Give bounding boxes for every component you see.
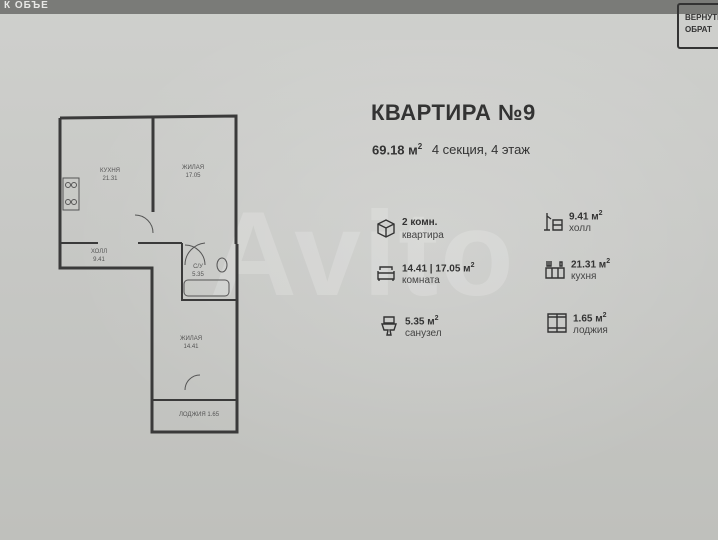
feature-hall-value: 9.41 м2 (569, 210, 603, 222)
room-hall: ХОЛЛ 9.41 (84, 248, 114, 264)
room-hall-area: 9.41 (93, 257, 105, 263)
sofa-icon (377, 266, 395, 281)
apartment-area: 69.18 м (372, 142, 418, 158)
back-button[interactable]: ВЕРНУТЬ ОБРАТ (677, 3, 718, 49)
feature-room-value-unit: 2 (470, 262, 475, 269)
apartment-summary: 69.18 м2 4 секция, 4 этаж (372, 142, 530, 157)
feature-bathroom-caption: санузел (405, 328, 442, 339)
feature-hall-value-unit: 2 (598, 210, 603, 217)
feature-loggia-caption: лоджия (573, 325, 608, 336)
room-bathroom: С/У 5.35 (186, 263, 210, 279)
back-button-label-1: ВЕРНУТЬ (685, 13, 718, 22)
feature-kitchen-value: 21.31 м2 (571, 258, 610, 270)
feature-hall-caption: холл (569, 223, 591, 234)
top-banner: К ОБЪЕ (0, 0, 718, 14)
feature-kitchen-value-text: 21.31 м (571, 259, 607, 271)
room-bedroom-2: ЖИЛАЯ 14.41 (176, 335, 206, 351)
room-bedroom-1-area: 17.05 (185, 173, 201, 179)
room-kitchen-name: КУХНЯ (99, 168, 121, 174)
apartment-area-unit: 2 (417, 142, 423, 151)
room-kitchen: КУХНЯ 21.31 (95, 167, 125, 183)
feature-rooms-value: 2 комн. (402, 217, 438, 228)
apartment-location: 4 секция, 4 этаж (431, 142, 530, 158)
room-kitchen-area: 21.31 (102, 176, 118, 182)
room-loggia-area: 1.65 (207, 412, 220, 418)
banner-text: К ОБЪЕ (4, 0, 49, 11)
feature-rooms-caption: квартира (402, 230, 444, 241)
feature-hall-value-text: 9.41 м (569, 211, 599, 223)
room-bathroom-name: С/У (193, 264, 203, 270)
kitchen-icon (545, 261, 565, 279)
feature-loggia-value-unit: 2 (602, 312, 607, 319)
feature-kitchen-value-unit: 2 (606, 258, 611, 265)
feature-loggia-value: 1.65 м2 (573, 312, 607, 324)
apartment-title: КВАРТИРА №9 (371, 100, 536, 125)
feature-room-value: 14.41 | 17.05 м2 (402, 262, 475, 274)
room-bedroom-2-name: ЖИЛАЯ (179, 336, 203, 342)
page-background (0, 40, 718, 540)
room-cube-icon (377, 219, 395, 238)
room-hall-name: ХОЛЛ (90, 249, 108, 255)
feature-bathroom-value-text: 5.35 м (405, 316, 435, 328)
feature-room-value-text: 14.41 | 17.05 м (402, 263, 471, 275)
room-bedroom-1-name: ЖИЛАЯ (181, 165, 205, 171)
room-bedroom-2-area: 14.41 (183, 344, 199, 350)
hall-hanger-icon (544, 213, 563, 231)
feature-kitchen-caption: кухня (571, 271, 597, 282)
room-bathroom-area: 5.35 (192, 272, 204, 278)
feature-bathroom-value-unit: 2 (434, 315, 439, 322)
back-button-label-2: ОБРАТ (685, 25, 712, 34)
feature-loggia-value-text: 1.65 м (573, 313, 603, 325)
loggia-window-icon (547, 313, 567, 333)
toilet-icon (381, 316, 397, 336)
room-bedroom-1: ЖИЛАЯ 17.05 (178, 164, 208, 180)
feature-room-caption: комната (402, 275, 440, 286)
feature-bathroom-value: 5.35 м2 (405, 315, 439, 327)
room-loggia: ЛОДЖИЯ 1.65 (164, 411, 234, 419)
room-loggia-name: ЛОДЖИЯ (178, 412, 206, 418)
watermark: Avito (210, 187, 516, 321)
